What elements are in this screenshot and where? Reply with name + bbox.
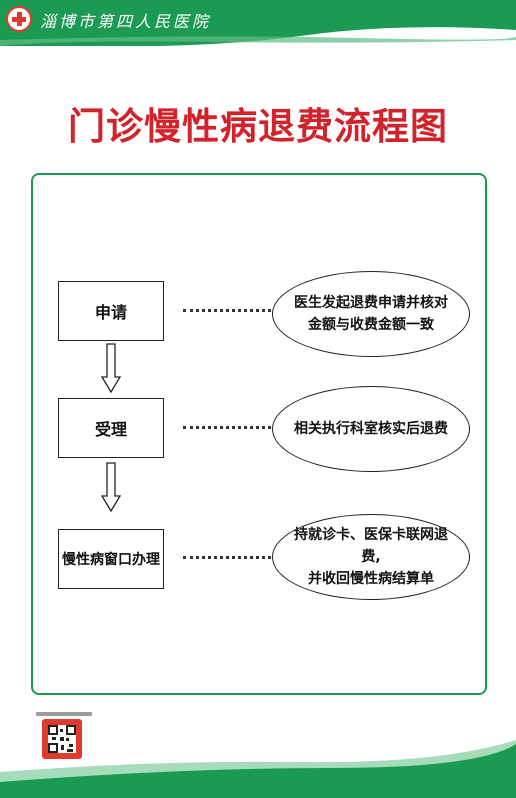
description-line: 医生发起退费申请并核对 xyxy=(294,295,448,311)
down-arrow-icon xyxy=(101,462,121,512)
step-box-accept: 受理 xyxy=(58,398,164,458)
header-band xyxy=(0,0,516,46)
step-label: 申请 xyxy=(94,303,127,322)
page-title: 门诊慢性病退费流程图 xyxy=(68,105,448,148)
step-description-apply: 医生发起退费申请并核对 金额与收费金额一致 xyxy=(272,271,470,357)
dotted-connector xyxy=(183,309,271,312)
dotted-connector xyxy=(183,556,271,559)
description-line: 并收回慢性病结算单 xyxy=(308,571,434,587)
step-label: 受理 xyxy=(94,420,127,439)
footer-band xyxy=(0,740,516,798)
step-description-accept: 相关执行科室核实后退费 xyxy=(272,386,470,472)
step-label: 慢性病窗口办理 xyxy=(62,552,160,568)
hospital-name: 淄博市第四人民医院 xyxy=(40,12,212,31)
flowchart-frame xyxy=(31,173,487,695)
step-box-window: 慢性病窗口办理 xyxy=(58,529,164,589)
step-description-window: 持就诊卡、医保卡联网退费, 并收回慢性病结算单 xyxy=(272,514,470,600)
description-line: 金额与收费金额一致 xyxy=(308,317,434,333)
qr-code-icon xyxy=(42,719,82,759)
qr-caption-bar xyxy=(36,712,92,716)
description-line: 相关执行科室核实后退费 xyxy=(294,421,448,437)
dotted-connector xyxy=(183,426,271,429)
down-arrow-icon xyxy=(101,343,121,393)
step-box-apply: 申请 xyxy=(58,281,164,341)
hospital-cross-icon xyxy=(6,6,32,32)
description-line: 持就诊卡、医保卡联网退费, xyxy=(294,527,448,565)
